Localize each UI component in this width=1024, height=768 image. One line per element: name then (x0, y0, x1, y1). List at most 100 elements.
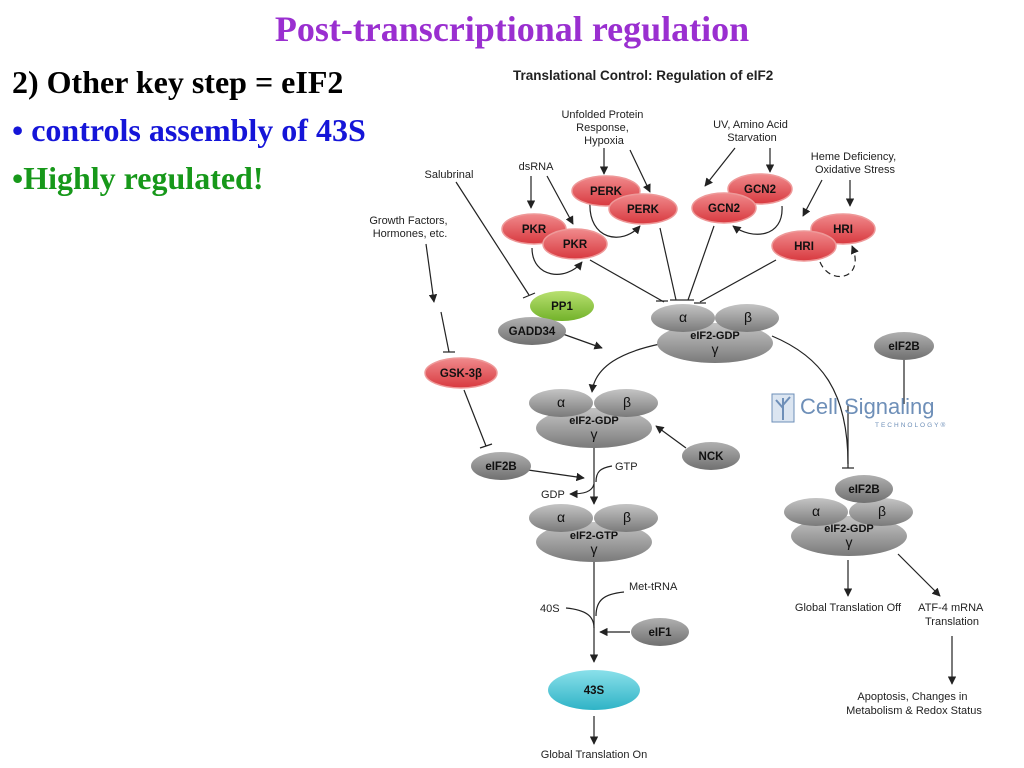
salubrinal-line (455, 181, 530, 296)
uv-amino-acid-label: UV, Amino Acid Starvation (713, 119, 791, 144)
svg-text:γ: γ (846, 534, 853, 550)
40s-curve (565, 607, 595, 629)
svg-text:eIF2B: eIF2B (888, 341, 919, 353)
hri-node-2: HRI (771, 230, 837, 262)
svg-text:eIF2-GTP: eIF2-GTP (570, 530, 618, 542)
hri-to-eif2 (699, 259, 777, 303)
svg-text:NCK: NCK (699, 451, 725, 463)
eif2-complex-mid: α β eIF2-GDP γ (529, 389, 658, 448)
arrow-dsrna-to-pkr2 (546, 175, 574, 225)
svg-text:β: β (878, 503, 886, 519)
svg-text:α: α (557, 509, 565, 525)
svg-text:α: α (557, 394, 565, 410)
process-labels: GTP GDP Met-tRNA 40S Global Translation … (540, 461, 986, 761)
met-trna-curve (595, 591, 625, 617)
gcn2-node-2: GCN2 (691, 192, 757, 224)
kinase-nodes: PERK PERK GCN2 GCN2 PKR PKR HRI HRI (424, 173, 876, 389)
perk-autophos-curve (589, 201, 641, 238)
eif1-node: eIF1 (631, 618, 689, 646)
eif2-release-curve (588, 343, 661, 393)
arrow-uv-to-gcn2 (704, 147, 736, 187)
gtp-in-curve (595, 465, 613, 483)
svg-text:β: β (623, 509, 631, 525)
salubrinal-inhibit-bar (522, 292, 536, 299)
logo-tagline: TECHNOLOGY® (875, 421, 947, 429)
eif2-complex-right: eIF2B α β eIF2-GDP γ (784, 475, 913, 556)
gtp-label: GTP (615, 461, 638, 473)
svg-text:α: α (812, 503, 820, 519)
stimulus-labels: Unfolded Protein Response, Hypoxia UV, A… (369, 109, 896, 240)
svg-text:GCN2: GCN2 (708, 203, 740, 215)
bullet-line-1: 2) Other key step = eIF2 (12, 64, 344, 100)
svg-text:PP1: PP1 (551, 301, 573, 313)
eif2b-right-node: eIF2B (874, 332, 934, 360)
perk-node-2: PERK (608, 193, 678, 225)
perk-to-eif2 (659, 227, 677, 301)
salubrinal-label: Salubrinal (425, 169, 474, 181)
svg-text:eIF2-GDP: eIF2-GDP (690, 330, 740, 342)
met-trna-label: Met-tRNA (629, 581, 678, 593)
eif2-complex-gtp: α β eIF2-GTP γ (529, 504, 658, 562)
gsk-line (440, 311, 450, 353)
gsk3b-node: GSK-3β (424, 357, 498, 389)
eif2b-to-exchange-arrow (527, 469, 585, 482)
bullet-line-3: •Highly regulated! (12, 160, 264, 196)
svg-text:β: β (744, 309, 752, 325)
atf4-arrow (897, 553, 941, 597)
svg-text:eIF2-GDP: eIF2-GDP (824, 523, 874, 535)
gcn2-to-eif2 (687, 225, 715, 301)
bullet-line-2: • controls assembly of 43S (12, 112, 366, 148)
gsk-to-eif2b-bar (479, 443, 493, 449)
svg-text:HRI: HRI (833, 224, 853, 236)
dsrna-label: dsRNA (519, 161, 555, 173)
svg-text:HRI: HRI (794, 241, 814, 253)
gdp-label: GDP (541, 489, 565, 501)
growth-factors-line (425, 243, 438, 303)
apoptosis-label: Apoptosis, Changes in Metabolism & Redox… (846, 691, 982, 717)
factor-nodes: PP1 GADD34 eIF2B eIF2B NCK eIF1 43S (471, 291, 934, 710)
svg-text:α: α (679, 309, 687, 325)
svg-text:eIF2-GDP: eIF2-GDP (569, 415, 619, 427)
slide-title: Post-transcriptional regulation (274, 9, 750, 49)
pkr-node-2: PKR (542, 228, 608, 260)
40s-label: 40S (540, 603, 560, 615)
gdp-out-curve (569, 483, 595, 499)
gcn2-autophos-curve (732, 205, 783, 235)
connector-lines (425, 147, 957, 745)
translation-off-label: Global Translation Off (795, 602, 902, 614)
pkr-to-eif2 (589, 259, 665, 303)
ribosome-43s-node: 43S (548, 670, 640, 710)
svg-text:eIF2B: eIF2B (485, 461, 516, 473)
svg-text:PERK: PERK (627, 204, 660, 216)
arrow-heme-to-hri (802, 179, 823, 217)
atf4-label: ATF-4 mRNA Translation (918, 602, 986, 628)
svg-text:PERK: PERK (590, 186, 623, 198)
nck-node: NCK (682, 442, 740, 470)
cell-signaling-logo: Cell Signaling TECHNOLOGY® (771, 393, 947, 429)
arrow-upr-to-perk2 (629, 149, 651, 193)
svg-text:GADD34: GADD34 (509, 326, 556, 338)
svg-text:GSK-3β: GSK-3β (440, 368, 482, 380)
bullet-list: 2) Other key step = eIF2 • controls asse… (12, 58, 366, 202)
eif2-complex-top: α β eIF2-GDP γ (651, 304, 779, 363)
svg-text:eIF1: eIF1 (648, 627, 672, 639)
tree-icon (771, 393, 795, 423)
pkr-autophos-curve (531, 247, 583, 275)
svg-text:γ: γ (712, 341, 719, 357)
svg-text:γ: γ (591, 426, 598, 442)
svg-text:β: β (623, 394, 631, 410)
gadd34-arrow (559, 332, 603, 350)
gadd34-node: GADD34 (498, 317, 566, 345)
svg-text:GCN2: GCN2 (744, 184, 776, 196)
svg-text:PKR: PKR (563, 239, 588, 251)
hri-autophos-curve (819, 245, 859, 278)
unfolded-protein-label: Unfolded Protein Response, Hypoxia (561, 109, 646, 147)
svg-text:γ: γ (591, 541, 598, 557)
svg-text:PKR: PKR (522, 224, 547, 236)
logo-name: Cell Signaling (800, 394, 935, 419)
diagram-subtitle: Translational Control: Regulation of eIF… (513, 68, 773, 83)
eif2-to-eif2b-curve (771, 335, 849, 465)
svg-text:eIF2B: eIF2B (848, 484, 879, 496)
gsk-to-eif2b-line (463, 389, 487, 447)
